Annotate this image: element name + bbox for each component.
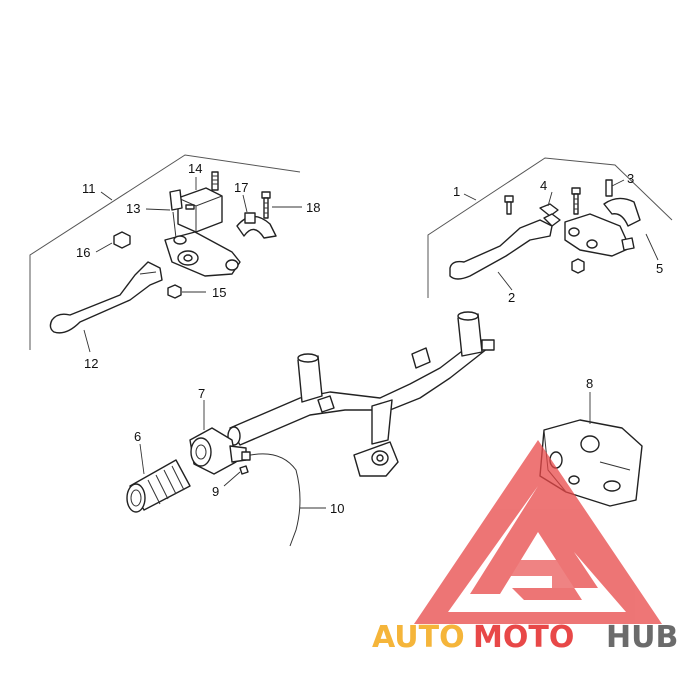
watermark-moto: MOTO <box>473 620 574 655</box>
callout-12: 12 <box>84 356 98 371</box>
callout-16: 16 <box>76 245 90 260</box>
callout-14: 14 <box>188 161 202 176</box>
right-lever-assembly <box>449 179 641 280</box>
callout-4: 4 <box>540 178 547 193</box>
callout-1: 1 <box>453 184 460 199</box>
callout-13: 13 <box>126 201 140 216</box>
watermark-logo <box>414 440 662 624</box>
grip-and-throttle <box>126 427 301 547</box>
callout-5: 5 <box>656 261 663 276</box>
handlebar <box>227 311 495 477</box>
watermark-hub: HUB <box>606 620 678 655</box>
callout-6: 6 <box>134 429 141 444</box>
left-lever-assembly <box>49 171 277 334</box>
callout-18: 18 <box>306 200 320 215</box>
callout-7: 7 <box>198 386 205 401</box>
callout-8: 8 <box>586 376 593 391</box>
watermark-triangle-icon <box>414 440 662 624</box>
watermark-text: AUTO MOTO HUB <box>372 620 678 655</box>
callout-labels: 11 13 14 17 18 16 15 12 1 4 3 5 2 8 7 6 … <box>76 161 663 516</box>
leader-lines <box>83 177 659 509</box>
callout-10: 10 <box>330 501 344 516</box>
callout-3: 3 <box>627 171 634 186</box>
callout-15: 15 <box>212 285 226 300</box>
callout-9: 9 <box>212 484 219 499</box>
watermark-auto: AUTO <box>372 620 465 655</box>
right-control-group-frame <box>427 157 673 298</box>
callout-11: 11 <box>82 181 96 196</box>
left-control-group-frame <box>29 154 301 350</box>
callout-2: 2 <box>508 290 515 305</box>
callout-17: 17 <box>234 180 248 195</box>
